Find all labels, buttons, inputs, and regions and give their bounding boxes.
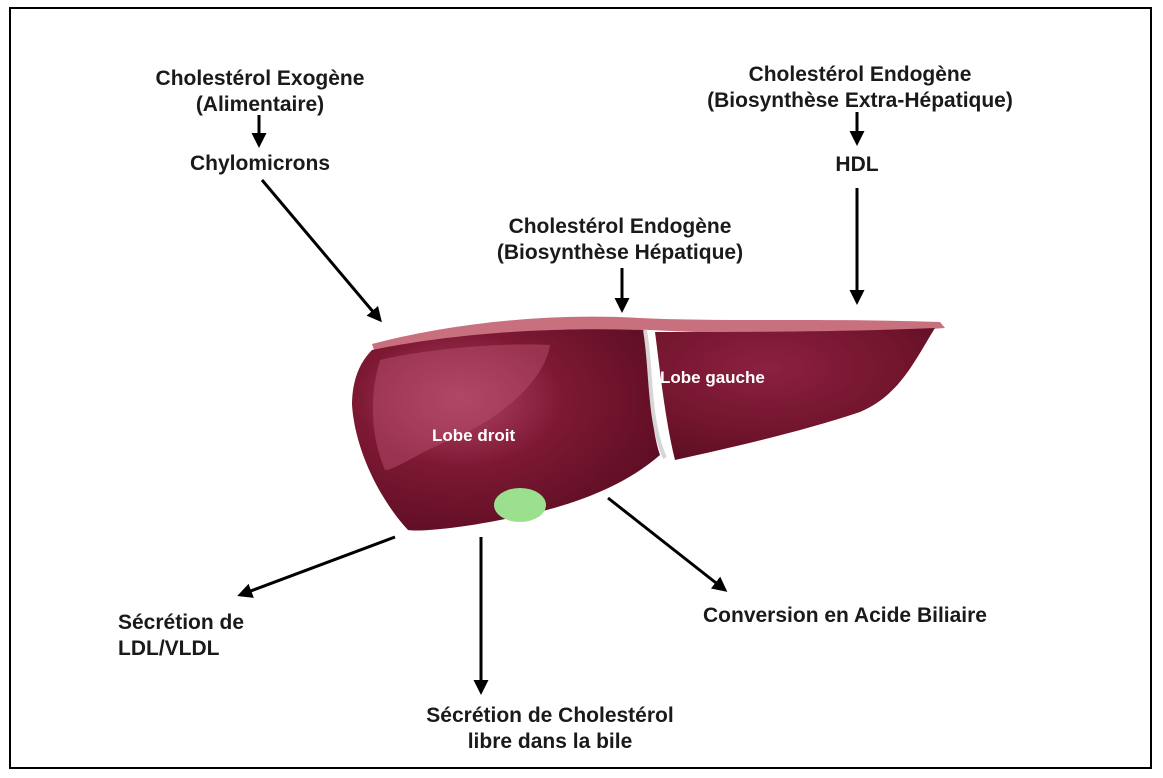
label-chylomicrons: Chylomicrons — [110, 151, 410, 177]
label-bile-line1: Sécrétion de Cholestérol — [300, 703, 800, 729]
left-lobe-shape — [655, 328, 935, 460]
arrow-liver-to-ldl — [240, 537, 395, 595]
label-exogenous-line2: (Alimentaire) — [60, 92, 460, 118]
gallbladder — [494, 488, 546, 522]
label-ldl-vldl-secretion: Sécrétion de LDL/VLDL — [118, 610, 244, 661]
label-endogenous-extra-hepatic: Cholestérol Endogène (Biosynthèse Extra-… — [560, 62, 1160, 113]
label-endogenous-extra-line1: Cholestérol Endogène — [560, 62, 1160, 88]
label-ldl-line1: Sécrétion de — [118, 610, 244, 636]
label-endogenous-extra-line2: (Biosynthèse Extra-Hépatique) — [560, 88, 1160, 114]
label-endogenous-hepatic-line1: Cholestérol Endogène — [360, 214, 880, 240]
label-right-lobe: Lobe droit — [432, 426, 515, 446]
label-bile-secretion: Sécrétion de Cholestérol libre dans la b… — [300, 703, 800, 754]
label-hdl: HDL — [807, 152, 907, 178]
label-bile-line2: libre dans la bile — [300, 729, 800, 755]
label-endogenous-hepatic: Cholestérol Endogène (Biosynthèse Hépati… — [360, 214, 880, 265]
liver-illustration — [352, 317, 945, 531]
arrow-liver-to-bile-acid — [608, 498, 725, 590]
label-bile-acid-conversion: Conversion en Acide Biliaire — [600, 603, 1090, 629]
label-left-lobe: Lobe gauche — [660, 368, 765, 388]
label-ldl-line2: LDL/VLDL — [118, 636, 244, 662]
label-endogenous-hepatic-line2: (Biosynthèse Hépatique) — [360, 240, 880, 266]
label-exogenous-cholesterol: Cholestérol Exogène (Alimentaire) — [60, 66, 460, 117]
label-exogenous-line1: Cholestérol Exogène — [60, 66, 460, 92]
